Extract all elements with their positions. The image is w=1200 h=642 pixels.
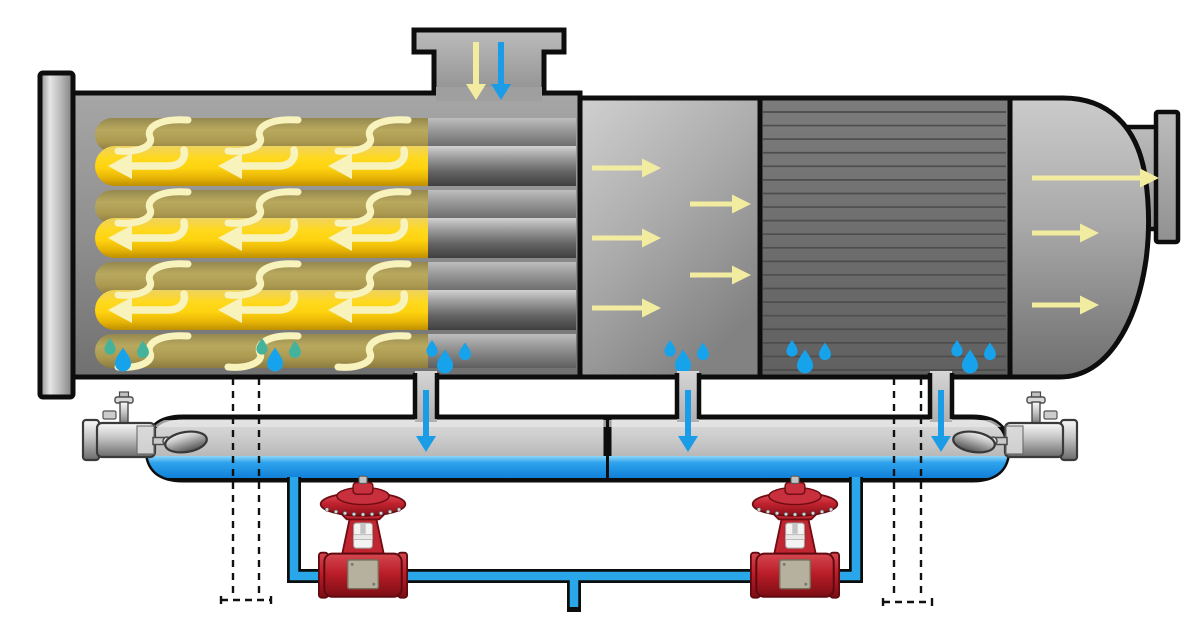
control-valve-left — [317, 475, 409, 599]
left-arrow-head — [108, 153, 132, 179]
outlet-head — [1007, 95, 1152, 380]
left-arrow-shaft — [344, 218, 409, 242]
left-arrow-head — [218, 297, 242, 323]
left-arrow-shaft — [124, 290, 189, 314]
left-arrow-head — [328, 225, 352, 251]
droplet-teal — [289, 340, 301, 359]
left-arrow-head — [218, 225, 242, 251]
droplet-blue — [436, 349, 454, 374]
inlet-nozzle-outline — [411, 27, 567, 97]
level-bridle — [219, 378, 273, 604]
inlet-neck-opening — [436, 87, 542, 101]
droplet-teal — [104, 338, 116, 355]
droplet-blue — [697, 342, 709, 361]
droplet-blue — [796, 349, 814, 374]
filter-cartridge-core — [428, 290, 576, 330]
sump-assembly — [81, 371, 1079, 483]
s-flow-curve — [114, 260, 192, 299]
right-arrow-head — [732, 194, 751, 214]
s-flow-curve — [224, 260, 302, 299]
control-valve-right — [749, 475, 841, 599]
left-arrow-head — [108, 225, 132, 251]
s-flow-curve — [224, 116, 302, 155]
left-arrow-head — [328, 297, 352, 323]
droplet-blue — [951, 340, 963, 357]
down-arrow-head — [931, 436, 951, 452]
droplet-blue — [674, 349, 692, 374]
left-arrow-shaft — [234, 218, 299, 242]
level-bridle — [881, 378, 934, 606]
sump-highlight — [609, 420, 1008, 427]
droplet-blue — [664, 340, 676, 357]
droplet-blue — [459, 342, 471, 361]
right-arrow-head — [1080, 295, 1099, 315]
inlet-nozzle-body — [414, 30, 564, 97]
right-arrow-head — [642, 298, 661, 318]
left-arrow-shaft — [344, 290, 409, 314]
droplet-blue — [984, 342, 996, 361]
sump-highlight — [147, 420, 606, 427]
s-flow-curve — [334, 332, 412, 371]
closure-flange — [37, 70, 76, 400]
sump-liquid-left — [147, 456, 606, 478]
drain-piping — [287, 477, 863, 612]
droplet-teal — [137, 340, 149, 359]
outlet-flow-arrows — [1032, 168, 1159, 315]
right-arrow-head — [732, 265, 751, 285]
vane-pack-plates — [763, 111, 1006, 371]
left-arrow-head — [218, 153, 242, 179]
down-arrow-head — [678, 436, 698, 452]
vessel — [37, 27, 1181, 400]
right-arrow-head — [642, 158, 661, 178]
droplet-blue — [819, 342, 831, 361]
s-flow-curve — [114, 116, 192, 155]
left-arrow-shaft — [234, 290, 299, 314]
filter-flow-arrows — [108, 116, 412, 371]
droplet-blue — [961, 349, 979, 374]
droplet-blue — [426, 340, 438, 357]
s-flow-curve — [334, 260, 412, 299]
left-arrow-shaft — [234, 146, 299, 170]
left-arrow-head — [328, 153, 352, 179]
inlet-flow-arrows — [466, 42, 511, 100]
downcomer-arrows — [416, 390, 951, 452]
s-flow-curve — [114, 332, 192, 371]
outlet-nozzle-flange — [1153, 109, 1181, 245]
s-flow-curve — [114, 188, 192, 227]
droplet-blue — [786, 340, 798, 357]
sump-liquid-right — [609, 456, 1008, 478]
left-arrow-shaft — [124, 218, 189, 242]
droplet-blue — [114, 347, 132, 372]
filter-cartridge-core — [428, 146, 576, 186]
left-arrow-shaft — [124, 146, 189, 170]
down-arrow-head — [491, 84, 511, 100]
left-arrow-shaft — [344, 146, 409, 170]
down-arrow-head — [416, 436, 436, 452]
right-arrow-head — [642, 228, 661, 248]
level-bridles — [219, 378, 934, 606]
s-flow-curve — [334, 116, 412, 155]
filter-cartridge-core — [428, 334, 576, 368]
s-flow-curve — [334, 188, 412, 227]
plenum-flow-arrows — [592, 158, 751, 318]
droplet-teal — [256, 338, 268, 355]
liquid-droplets — [104, 338, 996, 374]
s-flow-curve — [224, 188, 302, 227]
left-arrow-head — [108, 297, 132, 323]
filter-cartridge-core — [428, 218, 576, 258]
right-arrow-head — [1140, 168, 1159, 188]
inlet-nozzle — [411, 27, 567, 97]
right-arrow-head — [1080, 223, 1099, 243]
down-arrow-head — [466, 84, 486, 100]
droplet-blue — [266, 347, 284, 372]
